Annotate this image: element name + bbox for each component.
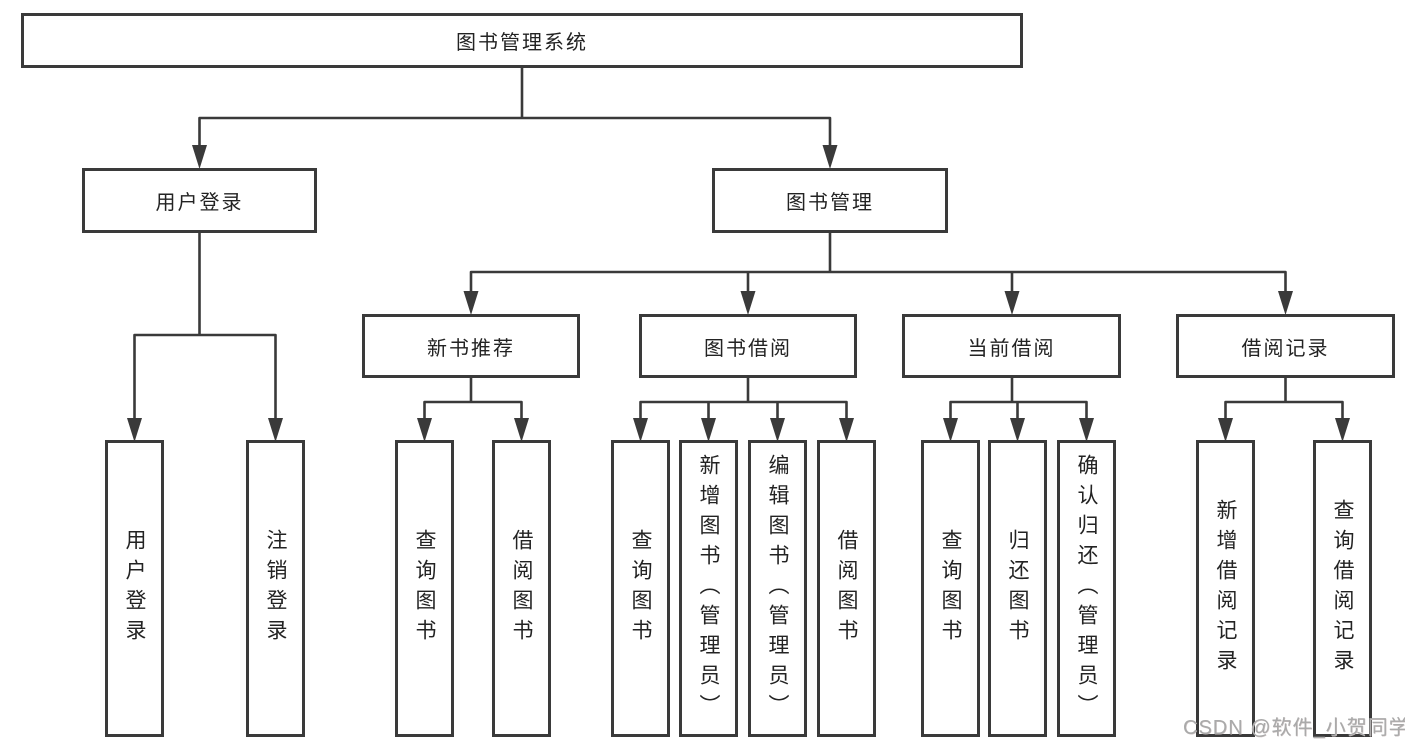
- arrow-down-icon: [740, 291, 756, 315]
- arrow-down-icon: [127, 418, 142, 442]
- node-book-borrow: 图书借阅: [639, 314, 857, 378]
- connector-newbook-to-leaves: [423, 378, 523, 418]
- leaf-confirm-return-admin: 确认归还（管理员）: [1057, 440, 1116, 737]
- leaf-borrow-book-2: 借阅图书: [817, 440, 876, 737]
- leaf-query-borrow-record: 查询借阅记录: [1313, 440, 1372, 737]
- node-current-borrow: 当前借阅: [902, 314, 1121, 378]
- arrow-down-icon: [192, 145, 207, 169]
- connector-borrowrecord-to-leaves: [1224, 378, 1344, 418]
- arrow-down-icon: [1010, 418, 1025, 442]
- node-root-system: 图书管理系统: [21, 13, 1023, 68]
- arrow-down-icon: [633, 418, 648, 442]
- arrow-down-icon: [417, 418, 432, 442]
- leaf-user-login: 用户登录: [105, 440, 164, 737]
- connector-bookborrow-to-leaves: [639, 378, 848, 418]
- leaf-query-book-1: 查询图书: [395, 440, 454, 737]
- connector-bookmgmt-to-level3: [469, 233, 1287, 291]
- connector-root-to-level2: [198, 68, 832, 145]
- connector-userlogin-to-leaves: [133, 233, 277, 418]
- arrow-down-icon: [1335, 418, 1350, 442]
- arrow-down-icon: [822, 145, 838, 169]
- arrow-down-icon: [1004, 291, 1020, 315]
- arrow-down-icon: [701, 418, 716, 442]
- leaf-query-book-3: 查询图书: [921, 440, 980, 737]
- node-book-management: 图书管理: [712, 168, 948, 233]
- csdn-watermark: CSDN @软件_小贺同学: [1183, 717, 1405, 739]
- arrow-down-icon: [514, 418, 529, 442]
- leaf-borrow-book-1: 借阅图书: [492, 440, 551, 737]
- leaf-return-book: 归还图书: [988, 440, 1047, 737]
- node-user-login: 用户登录: [82, 168, 317, 233]
- leaf-add-book-admin: 新增图书（管理员）: [679, 440, 738, 737]
- arrow-down-icon: [839, 418, 854, 442]
- arrowheads-group: [127, 145, 1350, 442]
- arrow-down-icon: [268, 418, 283, 442]
- arrow-down-icon: [1278, 291, 1293, 315]
- node-borrow-record: 借阅记录: [1176, 314, 1395, 378]
- node-new-book-recommend: 新书推荐: [362, 314, 580, 378]
- arrow-down-icon: [770, 418, 785, 442]
- arrow-down-icon: [1218, 418, 1233, 442]
- arrow-down-icon: [463, 291, 479, 315]
- leaf-add-borrow-record: 新增借阅记录: [1196, 440, 1255, 737]
- arrow-down-icon: [943, 418, 958, 442]
- connector-currentborrow-to-leaves: [949, 378, 1088, 418]
- leaf-edit-book-admin: 编辑图书（管理员）: [748, 440, 807, 737]
- arrow-down-icon: [1079, 418, 1094, 442]
- leaf-query-book-2: 查询图书: [611, 440, 670, 737]
- leaf-logout: 注销登录: [246, 440, 305, 737]
